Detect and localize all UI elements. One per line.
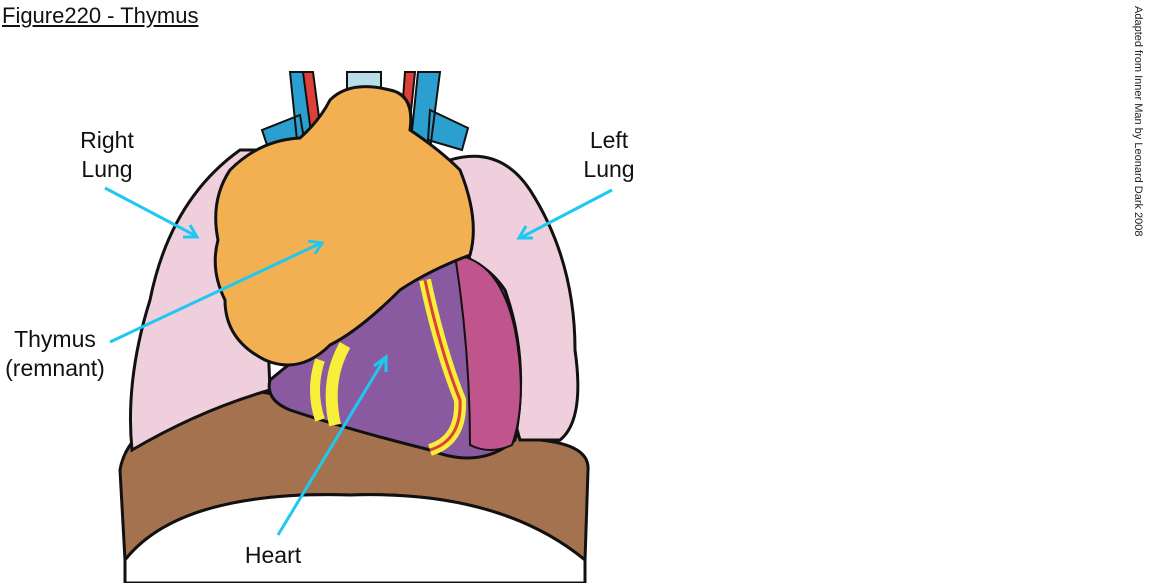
figure-title: Figure220 - Thymus <box>2 3 199 28</box>
arrow-heart <box>276 357 387 536</box>
arrow-left-lung <box>519 188 613 240</box>
label-line: Left <box>589 127 629 153</box>
arrowhead <box>516 225 533 240</box>
coronary-vessel <box>423 279 462 452</box>
left-lung <box>448 154 580 442</box>
label-line: Thymus <box>14 326 96 352</box>
arrows <box>104 186 613 536</box>
credit-text: Adapted from Inner Man by Leonard Dark 2… <box>1132 6 1144 237</box>
heart-right-side <box>453 253 522 451</box>
coronary-vessel <box>310 358 325 422</box>
label-right-lung: Right Lung <box>67 126 147 184</box>
arrowhead <box>307 239 325 255</box>
arrowhead <box>183 224 200 239</box>
label-line: (remnant) <box>5 355 105 381</box>
label-line: Lung <box>583 156 635 182</box>
label-heart: Heart <box>244 542 302 568</box>
arrow-right-lung <box>104 186 197 238</box>
label-line: Lung <box>81 156 133 182</box>
label-left-lung: Left Lung <box>569 126 649 184</box>
label-thymus: Thymus (remnant) <box>0 325 110 383</box>
coronary-vessel <box>325 342 351 427</box>
abdomen <box>123 493 587 583</box>
thymus <box>213 85 475 367</box>
label-line: Right <box>80 127 134 153</box>
arrowhead <box>373 354 388 372</box>
arrow-thymus <box>109 241 322 344</box>
